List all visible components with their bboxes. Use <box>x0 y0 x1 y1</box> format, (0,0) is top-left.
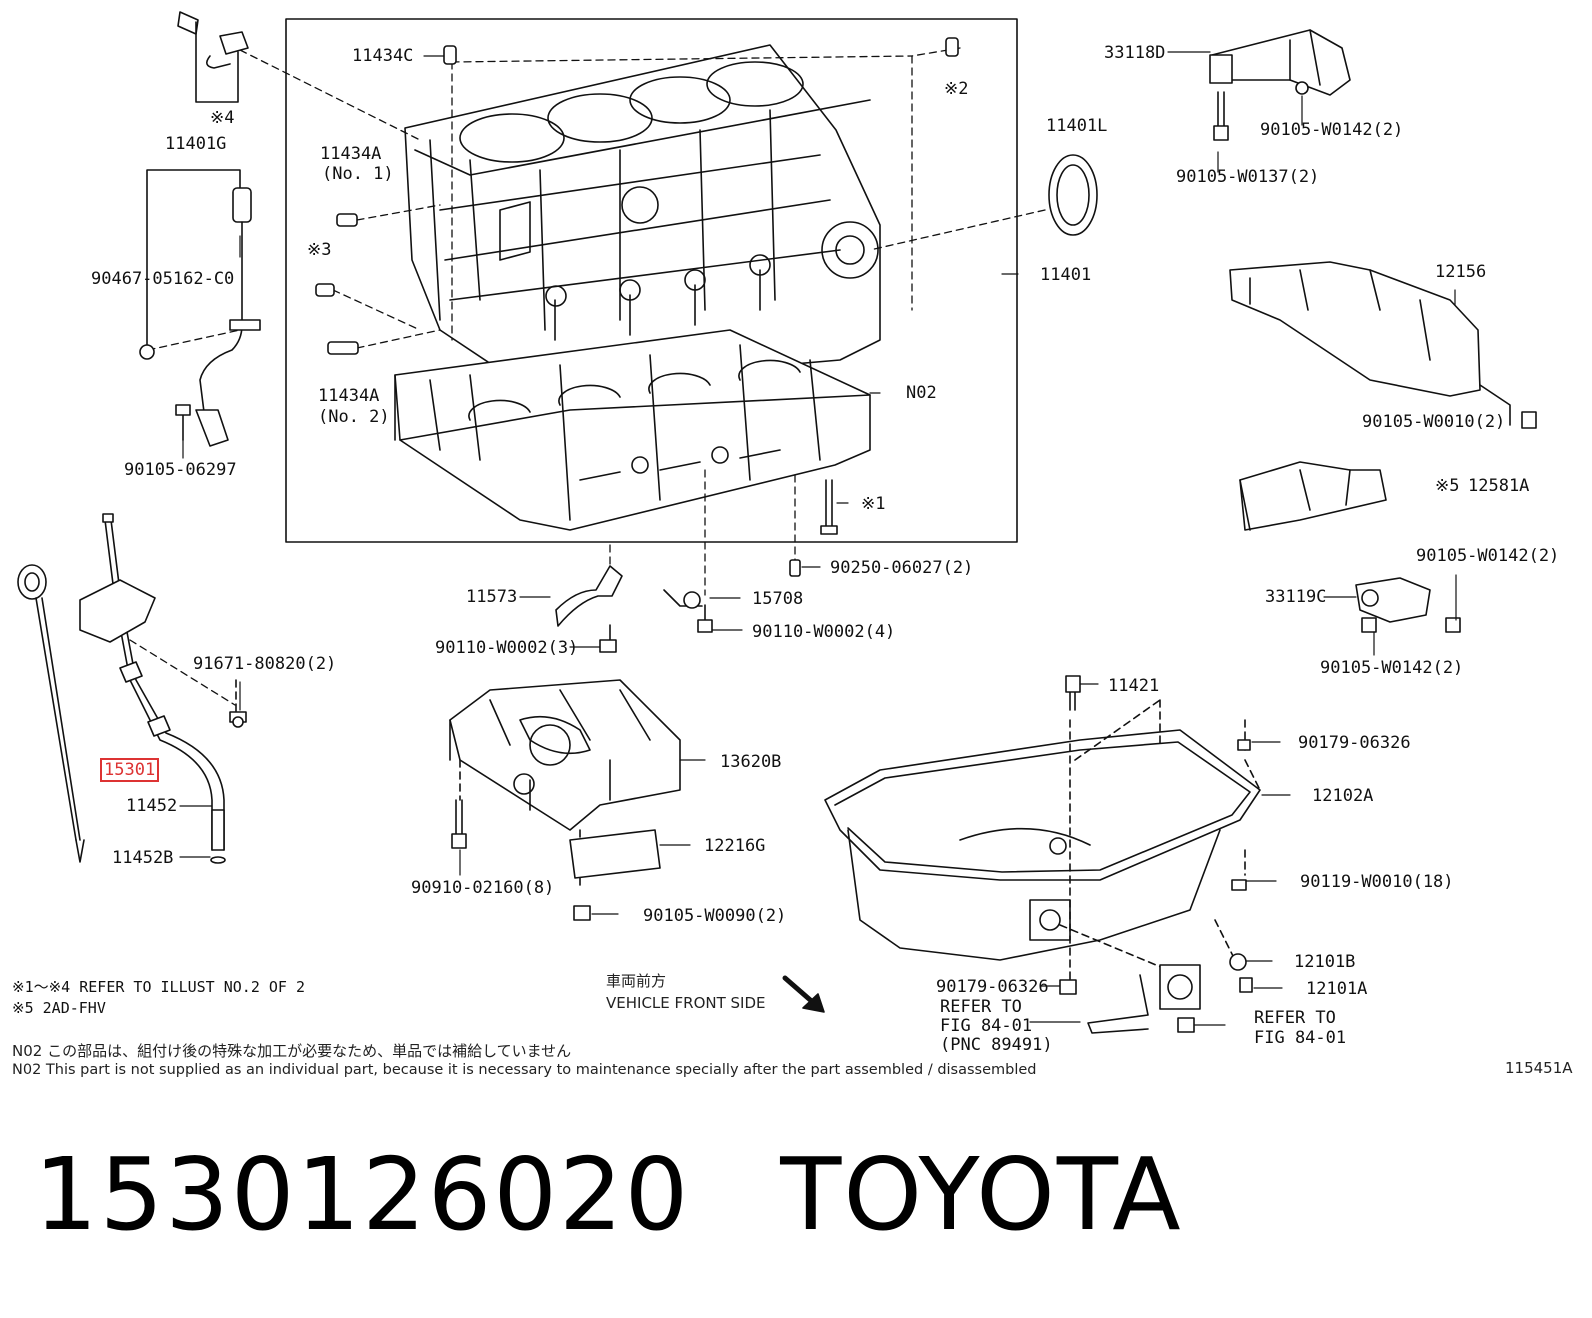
bracket-33119c <box>1355 577 1461 633</box>
dowel-pins <box>315 37 959 355</box>
label-90179-top[interactable]: 90179-06326 <box>1298 733 1411 753</box>
plate-12216g <box>569 829 661 879</box>
label-refer-2: REFER TO <box>1254 1008 1336 1028</box>
note-n02-en: N02 This part is not supplied as an indi… <box>12 1062 1037 1078</box>
note-front-jp: 車両前方 <box>606 972 667 990</box>
bolt-90910 <box>451 799 467 849</box>
label-fig-2[interactable]: FIG 84-01 <box>1254 1028 1347 1048</box>
label-90179-bot[interactable]: 90179-06326 <box>936 977 1049 997</box>
label-90105-w0142-mid[interactable]: 90105-W0142(2) <box>1416 546 1560 566</box>
oil-dipstick <box>17 564 85 863</box>
note-ref-1: ※1～※4 REFER TO ILLUST NO.2 OF 2 <box>12 978 305 996</box>
label-12101a[interactable]: 12101A <box>1306 979 1368 999</box>
label-fig-1[interactable]: FIG 84-01 <box>940 1016 1033 1036</box>
label-no2: (No. 2) <box>318 407 390 427</box>
label-90105-w0142-low[interactable]: 90105-W0142(2) <box>1320 658 1464 678</box>
label-90105-06297[interactable]: 90105-06297 <box>124 460 237 480</box>
label-90105-w0137[interactable]: 90105-W0137(2) <box>1176 167 1320 187</box>
label-15708[interactable]: 15708 <box>752 589 804 609</box>
note-n02-jp: N02 この部品は、組付け後の特殊な加工が必要なため、単品では補給していません <box>12 1042 572 1060</box>
label-mark3: ※3 <box>307 240 332 260</box>
note-ref-2: ※5 2AD-FHV <box>12 999 106 1017</box>
label-11421[interactable]: 11421 <box>1108 676 1160 696</box>
label-12216g[interactable]: 12216G <box>704 836 766 856</box>
oil-seal <box>1048 154 1098 236</box>
block-frame <box>285 18 1018 543</box>
label-11452[interactable]: 11452 <box>126 796 178 816</box>
label-11434a-no1[interactable]: 11434A <box>320 144 382 164</box>
label-91671[interactable]: 91671-80820(2) <box>193 654 337 674</box>
part-caption: 1530126020 TOYOTA <box>34 1135 1183 1255</box>
label-90105-w0010[interactable]: 90105-W0010(2) <box>1362 412 1506 432</box>
label-90105-w0090[interactable]: 90105-W0090(2) <box>643 906 787 926</box>
label-n02: N02 <box>906 383 937 403</box>
label-90110-w0002-4[interactable]: 90110-W0002(4) <box>752 622 896 642</box>
front-arrow-icon <box>782 975 825 1013</box>
bolt-90105-w0090 <box>573 905 591 921</box>
label-11434c[interactable]: 11434C <box>352 46 414 66</box>
label-12102a[interactable]: 12102A <box>1312 786 1374 806</box>
label-90467[interactable]: 90467-05162-C0 <box>91 269 235 289</box>
label-11401l[interactable]: 11401L <box>1046 116 1108 136</box>
cover-12581a <box>1239 461 1387 531</box>
cylinder-block <box>394 44 881 531</box>
label-11434a-no2[interactable]: 11434A <box>318 386 380 406</box>
illustration-number: 115451A <box>1505 1059 1573 1077</box>
drain-assembly <box>1059 739 1253 1034</box>
label-33118d[interactable]: 33118D <box>1104 43 1166 63</box>
label-90250[interactable]: 90250-06027(2) <box>830 558 974 578</box>
bolt-mark1 <box>789 479 838 577</box>
label-90105-w0142-top[interactable]: 90105-W0142(2) <box>1260 120 1404 140</box>
caption-brand: TOYOTA <box>780 1136 1183 1253</box>
guide-tube <box>79 513 226 864</box>
label-11573[interactable]: 11573 <box>466 587 518 607</box>
sensor-wiring <box>139 169 261 447</box>
label-mark1: ※1 <box>861 494 886 514</box>
label-12581a[interactable]: 12581A <box>1468 476 1530 496</box>
oil-pan <box>824 675 1261 961</box>
label-13620b[interactable]: 13620B <box>720 752 782 772</box>
note-front-en: VEHICLE FRONT SIDE <box>606 994 766 1012</box>
label-90119[interactable]: 90119-W0010(18) <box>1300 872 1454 892</box>
bolt-91671 <box>229 711 247 728</box>
baffle-11573 <box>555 565 623 653</box>
label-11401[interactable]: 11401 <box>1040 265 1092 285</box>
label-mark4: ※4 <box>210 108 235 128</box>
highlighted-part[interactable]: 15301 <box>99 758 160 782</box>
label-11452b[interactable]: 11452B <box>112 848 174 868</box>
label-15301[interactable]: 15301 <box>99 758 160 782</box>
caption-part-number: 1530126020 <box>34 1136 691 1253</box>
bracket-33118d <box>1209 29 1351 141</box>
label-12101b[interactable]: 12101B <box>1294 952 1356 972</box>
sensor-top <box>177 11 249 103</box>
label-33119c[interactable]: 33119C <box>1265 587 1327 607</box>
label-90110-w0002-3[interactable]: 90110-W0002(3) <box>435 638 579 658</box>
label-mark5: ※5 <box>1435 476 1460 496</box>
insulator-12156 <box>1229 261 1537 429</box>
label-no1: (No. 1) <box>322 164 394 184</box>
label-90910[interactable]: 90910-02160(8) <box>411 878 555 898</box>
label-pnc: (PNC 89491) <box>940 1035 1053 1055</box>
balance-shaft <box>449 679 681 831</box>
oil-jet-15708 <box>663 589 713 633</box>
label-12156[interactable]: 12156 <box>1435 262 1487 282</box>
parts-diagram <box>17 11 1537 1034</box>
label-mark2: ※2 <box>944 79 969 99</box>
label-refer-1: REFER TO <box>940 997 1022 1017</box>
label-11401g[interactable]: 11401G <box>165 134 227 154</box>
